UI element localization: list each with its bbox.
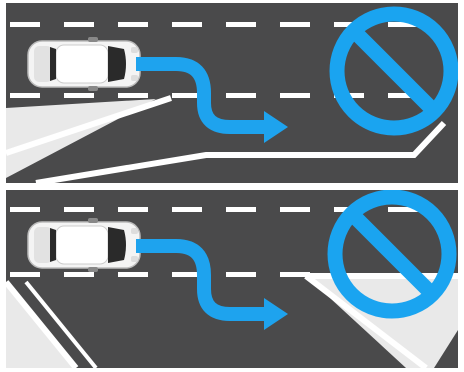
car-icon xyxy=(28,37,140,91)
car-icon xyxy=(28,218,140,272)
scene-panel-bottom xyxy=(6,190,458,368)
scene-panel-top xyxy=(6,3,458,183)
